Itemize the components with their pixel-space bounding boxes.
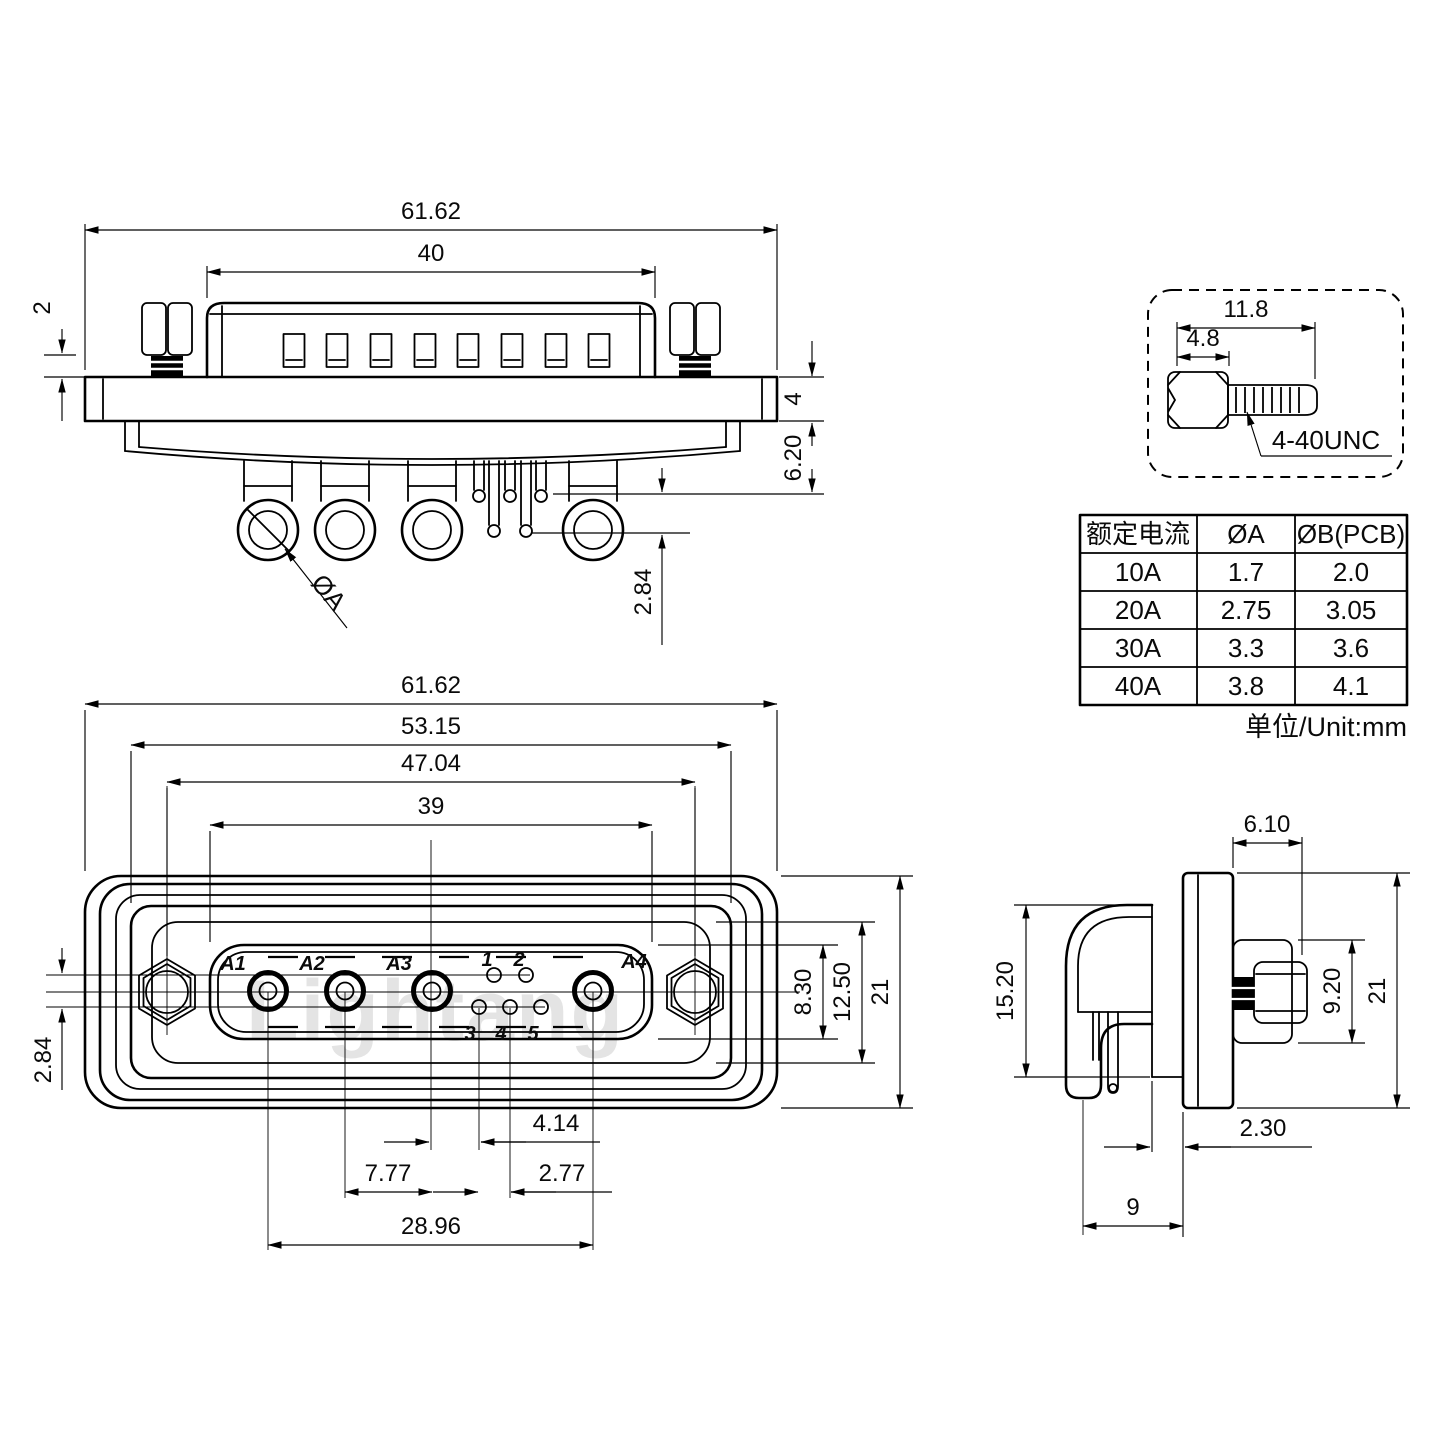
barrel-a1 <box>236 460 300 562</box>
barrel-a2 <box>313 460 377 562</box>
detail-border <box>1147 289 1404 478</box>
top-view-flange <box>83 375 779 423</box>
row1-current: 10A <box>1115 557 1162 587</box>
pin-label-1: 1 <box>481 949 492 971</box>
front-height-dim: 21 <box>867 979 894 1006</box>
pin-label-a2: A2 <box>298 953 325 975</box>
insert-width-dim: 39 <box>418 793 445 820</box>
solder-barrels <box>236 460 625 562</box>
cap-width-dim: 40 <box>418 240 445 267</box>
front-centerlines <box>46 786 800 1250</box>
barrel-a3 <box>400 460 464 562</box>
row2-dia-b: 3.05 <box>1326 595 1377 625</box>
table-row: 40A 3.8 4.1 <box>1115 671 1369 701</box>
top-view: 61.62 40 2 4 6.20 2.84 ØA <box>29 198 824 645</box>
table-row: 30A 3.3 3.6 <box>1115 633 1369 663</box>
shell-width-dim: 53.15 <box>401 713 461 740</box>
body-depth-dim: 6.20 <box>780 435 807 482</box>
screw-head-length-dim: 4.8 <box>1186 325 1219 352</box>
table-header-dia-a: ØA <box>1227 519 1265 549</box>
jackscrew <box>1167 371 1318 429</box>
pin-label-a4: A4 <box>620 951 647 973</box>
shroud-height-dim: 12.50 <box>829 962 856 1022</box>
row2-current: 20A <box>1115 595 1162 625</box>
pin-label-5: 5 <box>527 1023 539 1045</box>
insert-height-dim: 8.30 <box>790 969 817 1016</box>
pin-label-a3: A3 <box>385 953 412 975</box>
screw-detail-dimensions: 11.8 4.8 4-40UNC <box>1176 296 1392 457</box>
pin-diameter-label: ØA <box>305 568 353 617</box>
cap-slots <box>282 333 611 368</box>
row-offset-dim: 2.84 <box>30 1037 57 1084</box>
barrel-a4 <box>561 460 625 562</box>
row2-dia-a: 2.75 <box>1221 595 1272 625</box>
side-view-geometry <box>1064 871 1308 1110</box>
screw-detail: 11.8 4.8 4-40UNC <box>1147 289 1404 478</box>
row1-dia-b: 2.0 <box>1333 557 1369 587</box>
top-view-body <box>124 420 741 466</box>
unit-note: 单位/Unit:mm <box>1245 712 1407 742</box>
pin-label-4: 4 <box>494 1023 506 1045</box>
row3-dia-a: 3.3 <box>1228 633 1264 663</box>
a1-a4-span-dim: 28.96 <box>401 1213 461 1240</box>
front-view: A1 A2 A3 A4 1 2 3 4 5 61.62 <box>30 672 913 1250</box>
side-view: 6.10 15.20 9.20 21 2.30 9 <box>992 811 1410 1237</box>
side-height-dim: 21 <box>1364 978 1391 1005</box>
flange-thickness-dim: 4 <box>780 392 807 405</box>
top-view-cap <box>205 301 657 379</box>
pin-to-flange-dim: 9 <box>1126 1194 1139 1221</box>
row4-dia-a: 3.8 <box>1228 671 1264 701</box>
row1-dia-a: 1.7 <box>1228 557 1264 587</box>
row3-dia-b: 3.6 <box>1333 633 1369 663</box>
pin-label-a1: A1 <box>219 953 246 975</box>
table-row: 10A 1.7 2.0 <box>1115 557 1369 587</box>
body-height-dim: 15.20 <box>992 961 1019 1021</box>
thread-lines <box>1235 387 1300 413</box>
table-header-current: 额定电流 <box>1086 519 1190 549</box>
top-width-dim: 61.62 <box>401 198 461 225</box>
left-thumbscrew <box>141 302 193 376</box>
pin-pitch-dim: 2.77 <box>539 1160 586 1187</box>
spec-table: 额定电流 ØA ØB(PCB) 10A 1.7 2.0 20A 2.75 3.0… <box>1078 513 1409 742</box>
side-view-dimensions: 6.10 15.20 9.20 21 2.30 9 <box>992 811 1410 1237</box>
row4-current: 40A <box>1115 671 1162 701</box>
a3-pin3-dim: 4.14 <box>533 1110 580 1137</box>
flange-offset-dim: 2.30 <box>1240 1115 1287 1142</box>
signal-pins-top <box>472 460 548 538</box>
screw-protrusion-dim: 2 <box>29 301 56 314</box>
a2-a3-dim: 7.77 <box>365 1160 412 1187</box>
front-view-dimensions: 61.62 53.15 47.04 39 2.84 8.30 1 <box>30 672 913 1249</box>
right-thumbscrew <box>669 302 721 376</box>
front-width-dim: 61.62 <box>401 672 461 699</box>
thread-spec-label: 4-40UNC <box>1272 425 1380 455</box>
table-grid <box>1078 513 1409 707</box>
table-row: 20A 2.75 3.05 <box>1115 595 1376 625</box>
table-header-dia-b: ØB(PCB) <box>1297 519 1405 549</box>
pin-label-3: 3 <box>464 1023 475 1045</box>
front-depth-dim: 6.10 <box>1244 811 1291 838</box>
row3-current: 30A <box>1115 633 1162 663</box>
screw-total-length-dim: 11.8 <box>1224 296 1269 323</box>
row4-dia-b: 4.1 <box>1333 671 1369 701</box>
mount-spacing-dim: 47.04 <box>401 750 461 777</box>
screw-height-dim: 9.20 <box>1319 968 1346 1015</box>
pin-label-2: 2 <box>512 949 524 971</box>
pin-stagger-dim-top: 2.84 <box>630 569 657 616</box>
